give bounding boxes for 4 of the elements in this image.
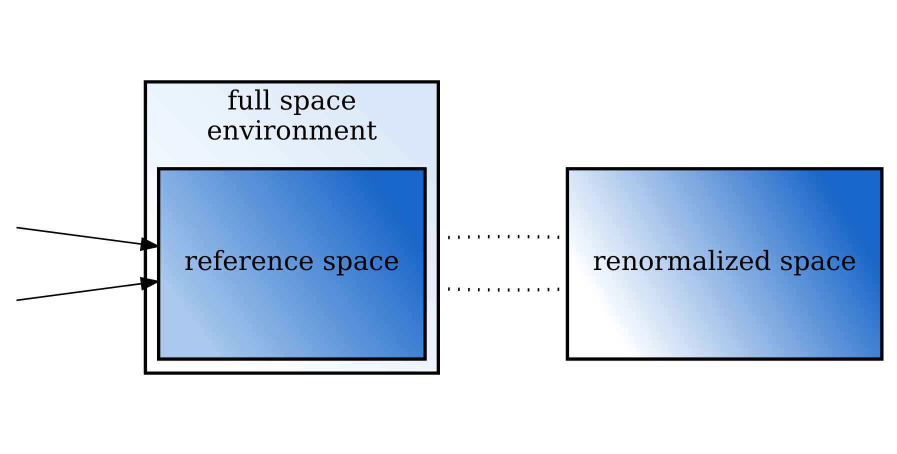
node-box: reference space xyxy=(157,166,427,360)
node-box: renormalized space xyxy=(566,166,884,360)
arrow xyxy=(16,276,161,301)
arrow xyxy=(16,226,161,250)
